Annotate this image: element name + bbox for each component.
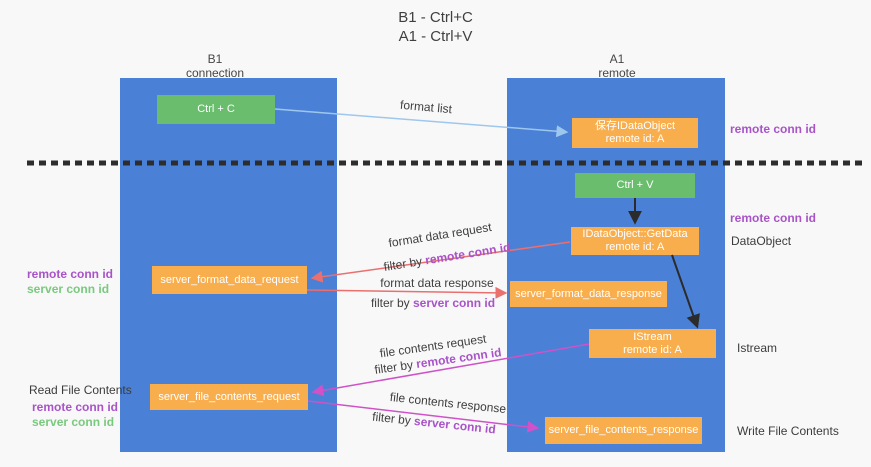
filter-prefix: filter by (371, 409, 415, 428)
node-ctrl-c: Ctrl + C (157, 95, 275, 124)
node-istream: IStream remote id: A (589, 329, 716, 358)
node-sfc-request-label: server_file_contents_request (158, 390, 300, 403)
label-remote-conn-id-left-2: remote conn id (32, 400, 119, 414)
node-sfc-response-label: server_file_contents_response (548, 424, 699, 436)
label-write-file-contents: Write File Contents (737, 424, 839, 438)
label-istream: Istream (737, 341, 778, 355)
title-line-1: B1 - Ctrl+C (398, 9, 473, 26)
lane-a1-header: A1 remote (598, 52, 635, 80)
server-conn-id-text: server conn id (412, 296, 496, 310)
node-istream-line1: IStream (633, 330, 672, 343)
node-ctrl-v-label: Ctrl + V (616, 179, 654, 191)
label-server-conn-id-left-2: server conn id (32, 415, 115, 429)
node-ctrl-c-label: Ctrl + C (197, 103, 235, 115)
page-title: B1 - Ctrl+C A1 - Ctrl+V (0, 8, 871, 46)
node-sfd-request-label: server_format_data_request (160, 273, 299, 286)
remote-conn-id-text: remote conn id (424, 240, 512, 268)
node-save-idataobject: 保存IDataObject remote id: A (572, 118, 698, 148)
node-save-idataobject-line2: remote id: A (605, 133, 665, 145)
label-dataobject: DataObject (731, 234, 792, 248)
title-line-2: A1 - Ctrl+V (398, 28, 473, 45)
node-ctrl-v: Ctrl + V (575, 173, 695, 198)
server-conn-id-text: server conn id (413, 413, 497, 437)
label-format-data-response: format data response (380, 276, 494, 290)
node-idataobject-getdata: IDataObject::GetData remote id: A (571, 227, 699, 255)
lane-a1-role: remote (598, 66, 636, 80)
node-getdata-line2: remote id: A (605, 241, 665, 253)
node-server-format-data-request: server_format_data_request (152, 266, 307, 294)
node-istream-line2: remote id: A (623, 343, 682, 356)
lane-b1-header: B1 connection (186, 52, 244, 80)
lane-b1-role: connection (185, 66, 245, 80)
label-filter-server-2: filter by server conn id (372, 410, 497, 437)
node-server-format-data-response: server_format_data_response (510, 281, 667, 307)
label-remote-conn-id-left-1: remote conn id (27, 267, 114, 281)
lane-b1-name: B1 (207, 52, 223, 66)
node-sfd-response-label: server_format_data_response (515, 287, 662, 300)
node-server-file-contents-response: server_file_contents_response (545, 417, 702, 444)
lane-a1-name: A1 (609, 52, 625, 66)
label-filter-server-1: filter by server conn id (371, 296, 495, 310)
label-format-list: format list (399, 97, 453, 117)
node-save-idataobject-line1: 保存IDataObject (594, 120, 676, 132)
label-server-conn-id-left-1: server conn id (27, 282, 110, 296)
label-remote-conn-id-right-1: remote conn id (730, 122, 817, 136)
label-read-file-contents: Read File Contents (29, 383, 132, 397)
node-server-file-contents-request: server_file_contents_request (150, 384, 308, 410)
node-getdata-line1: IDataObject::GetData (582, 228, 688, 240)
filter-prefix: filter by (382, 253, 427, 274)
filter-prefix: filter by (370, 296, 413, 310)
label-remote-conn-id-right-2: remote conn id (730, 211, 817, 225)
